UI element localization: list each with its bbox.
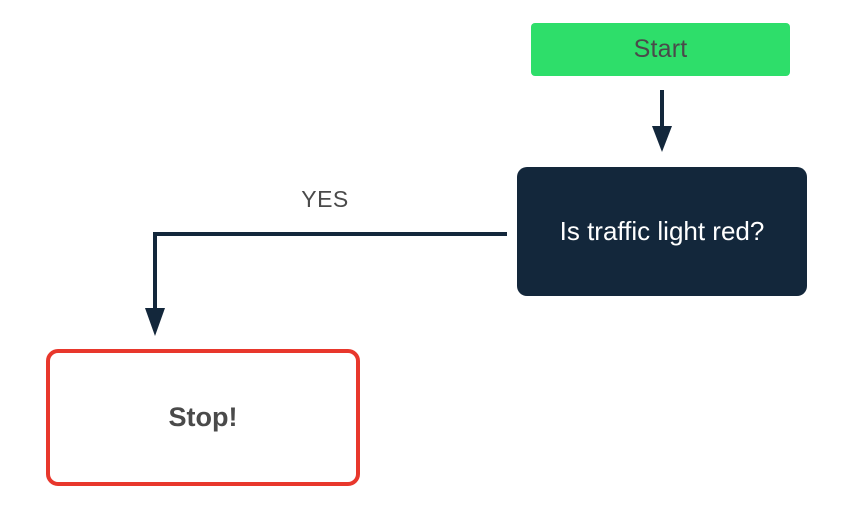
arrow-start-to-decision [652,90,672,152]
start-node: Start [531,23,790,76]
decision-label: Is traffic light red? [559,216,765,246]
stop-label: Stop! [168,402,238,432]
arrow-yes-to-stop [145,232,507,336]
start-label: Start [633,35,688,63]
stop-node: Stop! [46,349,360,486]
decision-node: Is traffic light red? [517,167,807,296]
yes-branch-label: YES [301,186,349,212]
